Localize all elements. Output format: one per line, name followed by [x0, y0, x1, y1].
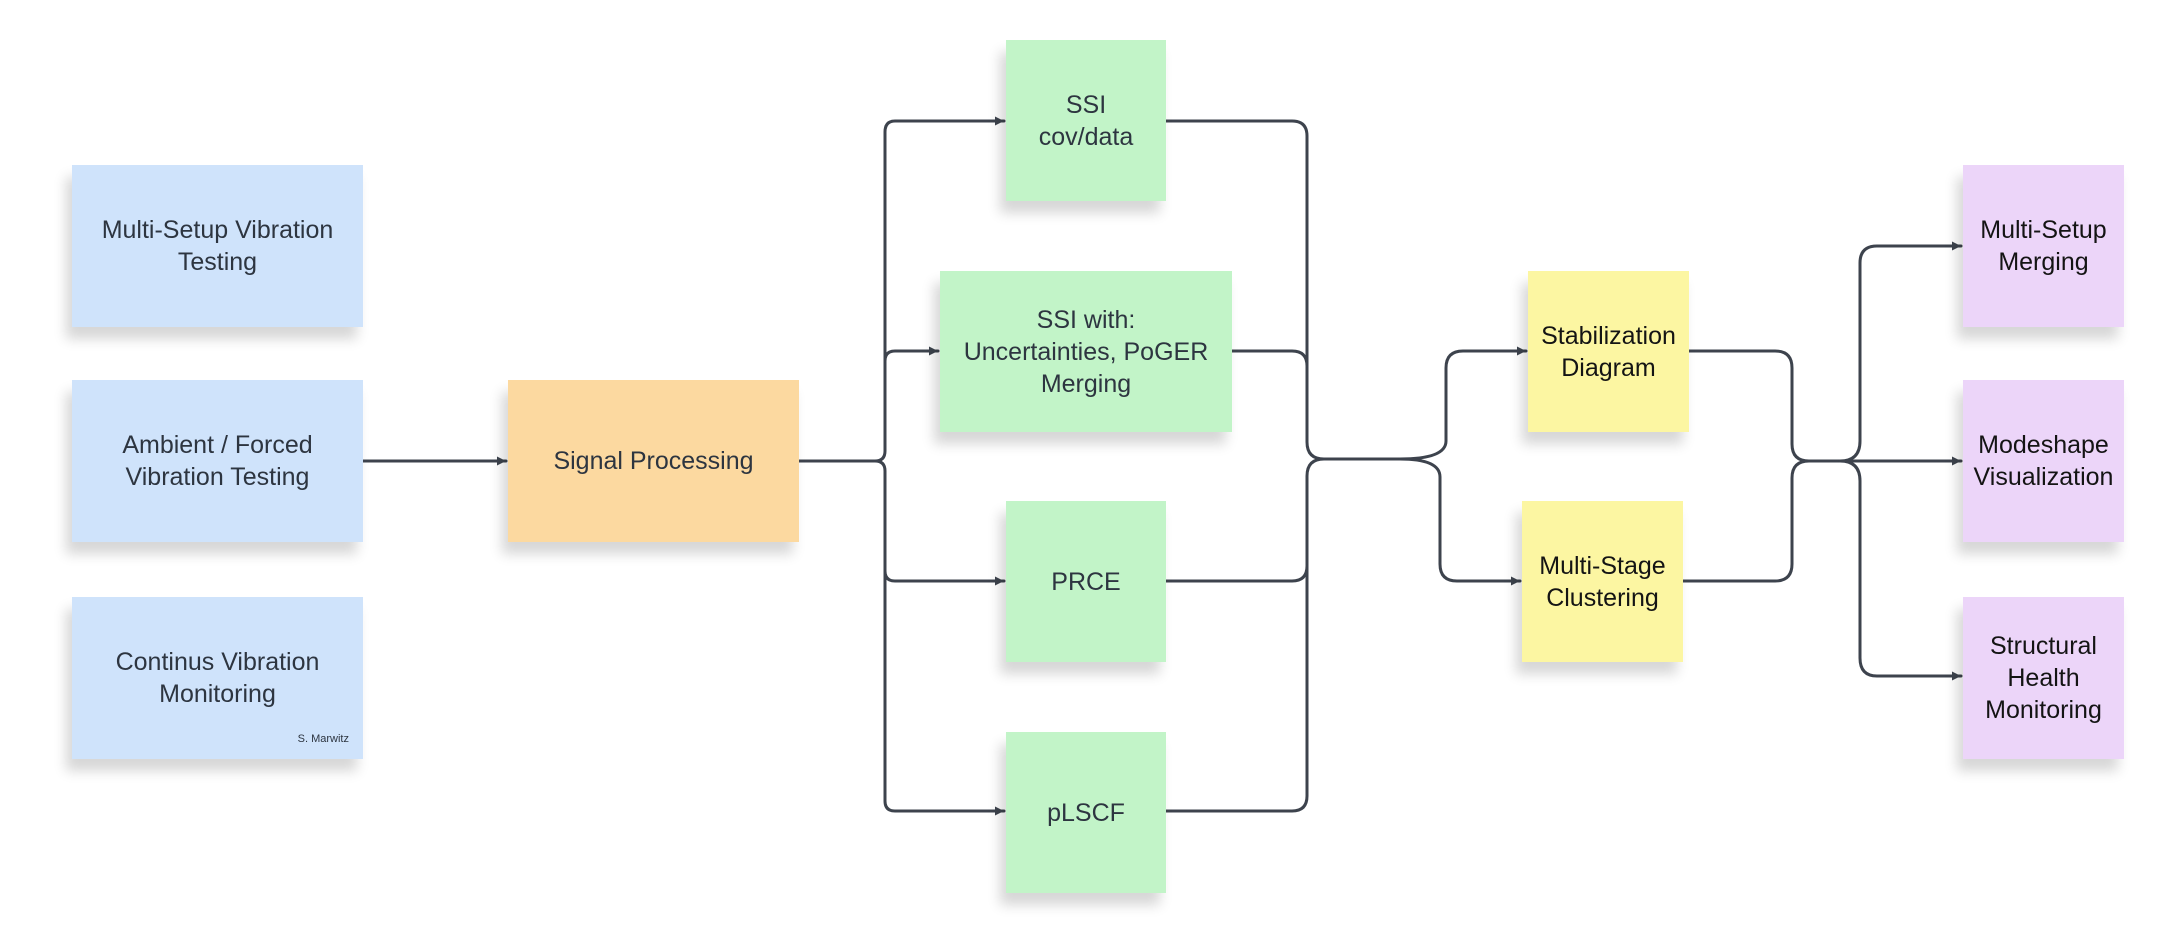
note-label: Signal Processing: [553, 447, 754, 475]
line-clustering-to-merge: [1681, 459, 1811, 583]
arrow-merge-to-shm: [1838, 459, 1963, 681]
note-label: SSI with: Uncertainties, PoGER Merging: [963, 305, 1209, 398]
arrow-signal-to-ssi-uncertainties: [883, 346, 940, 363]
note-modeshape-visualization[interactable]: Modeshape Visualization: [1963, 380, 2124, 542]
note-label: PRCE: [1051, 567, 1121, 596]
line-ssi-cov-to-merge: [1164, 119, 1422, 461]
note-label: Modeshape Visualization: [1973, 431, 2114, 491]
note-label: Structural Health Monitoring: [1985, 632, 2102, 724]
note-continuous-vibration-monitoring[interactable]: Continus Vibration Monitoring S. Marwitz: [72, 597, 363, 759]
note-ssi-uncertainties-poger[interactable]: SSI with: Uncertainties, PoGER Merging: [940, 271, 1232, 432]
note-label: Ambient / Forced Vibration Testing: [122, 431, 313, 491]
note-prce[interactable]: PRCE: [1006, 501, 1166, 662]
note-label: Multi-Setup Merging: [1980, 216, 2107, 276]
note-multi-stage-clustering[interactable]: Multi-Stage Clustering: [1522, 501, 1683, 662]
note-multi-setup-merging[interactable]: Multi-Setup Merging: [1963, 165, 2124, 327]
note-stabilization-diagram[interactable]: Stabilization Diagram: [1528, 271, 1689, 432]
author-credit: S. Marwitz: [297, 733, 349, 745]
note-label: Multi-Stage Clustering: [1539, 551, 1666, 612]
note-ssi-cov-data[interactable]: SSI cov/data: [1006, 40, 1166, 201]
line-ssi-uncertainties-to-merge: [1230, 349, 1309, 368]
arrow-signal-to-plscf: [883, 569, 1006, 816]
note-structural-health-monitoring[interactable]: Structural Health Monitoring: [1963, 597, 2124, 759]
note-signal-processing[interactable]: Signal Processing: [508, 380, 799, 542]
note-plscf[interactable]: pLSCF: [1006, 732, 1166, 893]
note-multi-setup-vibration-testing[interactable]: Multi-Setup Vibration Testing: [72, 165, 363, 327]
note-ambient-forced-vibration-testing[interactable]: Ambient / Forced Vibration Testing: [72, 380, 363, 542]
note-label: SSI cov/data: [1038, 90, 1134, 151]
line-prce-to-merge: [1164, 457, 1326, 583]
note-label: Stabilization Diagram: [1541, 321, 1676, 382]
line-plscf-to-merge: [1164, 564, 1309, 813]
arrow-signal-to-prce: [797, 459, 1006, 586]
arrow-merge-to-stabilization: [1398, 346, 1528, 461]
note-label: pLSCF: [1047, 798, 1125, 827]
arrow-merge-to-multi-setup-merging: [1838, 241, 1963, 463]
note-label: Continus Vibration Monitoring: [115, 648, 320, 708]
note-label: Multi-Setup Vibration Testing: [101, 216, 334, 276]
line-stabilization-to-merge: [1687, 349, 1862, 463]
arrow-merge-to-clustering: [1398, 457, 1522, 586]
